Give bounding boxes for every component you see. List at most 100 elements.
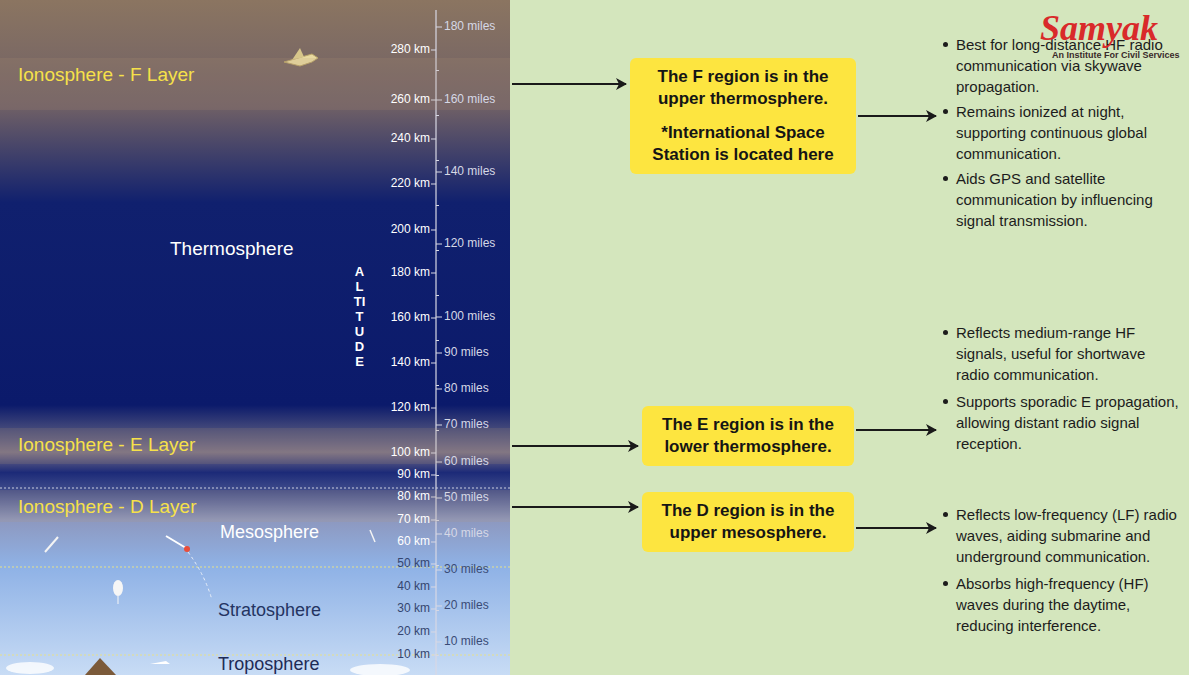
axis-tick	[436, 642, 442, 643]
altitude-km: 100 km	[391, 445, 430, 459]
layer-name: Mesosphere	[220, 522, 319, 543]
arrow-connector	[856, 429, 936, 431]
bullet-text: Reflects medium-range HF signals, useful…	[940, 322, 1180, 385]
callout-text: *International Space Station is located …	[642, 122, 844, 166]
axis-tick	[436, 475, 439, 476]
arrow-connector	[512, 83, 626, 85]
axis-tick	[431, 475, 436, 476]
altitude-km: 90 km	[397, 467, 430, 481]
axis-tick	[436, 205, 439, 206]
axis-tick	[431, 587, 436, 588]
altitude-miles: 70 miles	[444, 417, 489, 431]
layer-name: Thermosphere	[170, 238, 294, 260]
axis-tick	[436, 534, 442, 535]
arrow-connector	[512, 445, 638, 447]
axis-tick	[436, 425, 442, 426]
bullet-text: Supports sporadic E propagation, allowin…	[940, 391, 1180, 454]
callout-text: The D region is in the upper mesosphere.	[654, 500, 842, 544]
region-callout-box: The F region is in the upper thermospher…	[630, 58, 856, 174]
ionosphere-layer-band: Ionosphere - E Layer	[0, 428, 510, 464]
axis-tick	[436, 353, 442, 354]
boundary-line	[0, 567, 510, 568]
axis-ticks	[431, 27, 442, 656]
altitude-km: 240 km	[391, 131, 430, 145]
axis-tick	[436, 385, 439, 386]
bullet-text: Aids GPS and satellite communication by …	[940, 168, 1180, 231]
axis-tick	[436, 389, 442, 390]
axis-tick	[436, 160, 439, 161]
ground-scene	[6, 658, 410, 675]
logo-tagline: An Institute For Civil Services	[1052, 50, 1180, 60]
axis-tick	[436, 340, 439, 341]
altitude-miles: 10 miles	[444, 634, 489, 648]
boundary-line	[0, 488, 510, 489]
axis-tick	[431, 363, 436, 364]
ionosphere-layer-band: Ionosphere - F Layer	[0, 58, 510, 110]
altitude-miles: 20 miles	[444, 598, 489, 612]
bullet-list: Best for long-distance HF radio communic…	[940, 34, 1180, 231]
altitude-miles: 100 miles	[444, 309, 495, 323]
arrow-connector	[858, 115, 936, 117]
altitude-km: 160 km	[391, 310, 430, 324]
axis-tick	[436, 27, 442, 28]
altitude-miles: 180 miles	[444, 19, 495, 33]
axis-tick	[436, 565, 439, 566]
altitude-km: 50 km	[397, 556, 430, 570]
axis-tick	[431, 655, 436, 656]
altitude-km: 260 km	[391, 92, 430, 106]
axis-tick	[436, 610, 439, 611]
axis-title: ALTITUDE	[353, 264, 366, 369]
axis-tick	[436, 570, 442, 571]
axis-tick	[431, 273, 436, 274]
altitude-km: 280 km	[391, 42, 430, 56]
axis-tick	[436, 172, 442, 173]
altitude-km: 70 km	[397, 512, 430, 526]
axis-tick	[436, 244, 442, 245]
altitude-miles: 80 miles	[444, 381, 489, 395]
axis-tick	[436, 250, 439, 251]
altitude-km: 80 km	[397, 489, 430, 503]
axis-tick	[431, 230, 436, 231]
region-callout-box: The D region is in the upper mesosphere.	[642, 492, 854, 552]
layer-name: Stratosphere	[218, 600, 321, 621]
bullet-text: Remains ionized at night, supporting con…	[940, 101, 1180, 164]
axis-tick	[431, 564, 436, 565]
axis-tick	[431, 408, 436, 409]
altitude-km: 120 km	[391, 400, 430, 414]
layer-name: Ionosphere - F Layer	[18, 64, 492, 86]
altitude-km: 20 km	[397, 624, 430, 638]
callout-text: The E region is in the lower thermospher…	[654, 414, 842, 458]
bullet-text: Absorbs high-frequency (HF) waves during…	[940, 573, 1180, 636]
layer-name: Troposphere	[218, 654, 319, 675]
altitude-km: 180 km	[391, 265, 430, 279]
altitude-miles: 40 miles	[444, 526, 489, 540]
axis-tick	[431, 609, 436, 610]
altitude-miles: 60 miles	[444, 454, 489, 468]
bullet-list: Reflects low-frequency (LF) radio waves,…	[940, 504, 1180, 636]
axis-tick	[431, 184, 436, 185]
altitude-miles: 160 miles	[444, 92, 495, 106]
altitude-miles: 120 miles	[444, 236, 495, 250]
arrow-connector	[856, 527, 936, 529]
altitude-miles: 30 miles	[444, 562, 489, 576]
altitude-km: 30 km	[397, 601, 430, 615]
region-callout-box: The E region is in the lower thermospher…	[642, 406, 854, 466]
altitude-km: 10 km	[397, 647, 430, 661]
sky-panel	[0, 0, 510, 675]
bullet-list: Reflects medium-range HF signals, useful…	[940, 322, 1180, 454]
axis-tick	[431, 318, 436, 319]
axis-tick	[431, 632, 436, 633]
altitude-km: 40 km	[397, 579, 430, 593]
axis-tick	[436, 606, 442, 607]
axis-tick	[431, 139, 436, 140]
axis-tick	[436, 295, 439, 296]
altitude-km: 200 km	[391, 222, 430, 236]
meteors	[45, 530, 375, 600]
logo-name: Samyak	[1040, 8, 1158, 48]
ionosphere-layer-band: Ionosphere - D Layer	[0, 490, 510, 522]
bullet-text: Reflects low-frequency (LF) radio waves,…	[940, 504, 1180, 567]
weather-balloon	[113, 580, 123, 604]
altitude-km: 220 km	[391, 176, 430, 190]
altitude-km: 60 km	[397, 534, 430, 548]
